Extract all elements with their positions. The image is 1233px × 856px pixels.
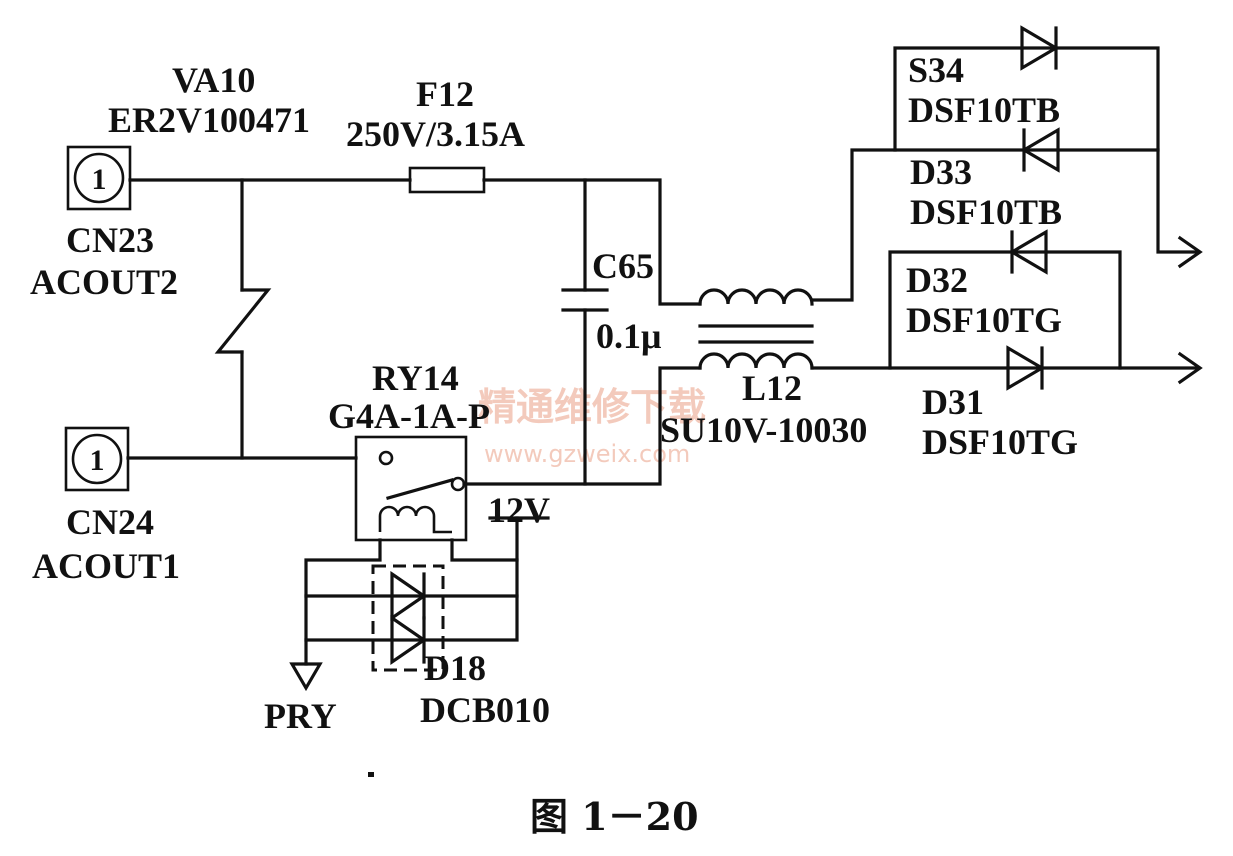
connector-cn24-pin	[71, 433, 123, 485]
relay-switch-arm	[386, 478, 454, 500]
connector-cn23-body	[66, 145, 132, 211]
diode-d32-triangle	[1008, 229, 1048, 275]
label-s34-value: DSF10TB	[908, 90, 1060, 130]
diode-d32	[1008, 229, 1048, 275]
connector-cn23-pin-number: 1	[92, 163, 107, 196]
diode-d18-lower	[390, 614, 427, 666]
choke-winding-top	[698, 288, 814, 306]
arrow-output-negative	[1177, 351, 1203, 385]
connector-cn24: 1	[64, 426, 130, 492]
diode-d18	[371, 564, 445, 672]
label-c65-ref: C65	[592, 246, 654, 286]
diode-s34-triangle	[1020, 25, 1060, 71]
label-d32-ref: D32	[906, 260, 968, 300]
figure-caption: 图 1－20	[530, 794, 699, 839]
watermark-text: 精通维修下载	[478, 385, 706, 429]
labels: VA10 ER2V100471 F12 250V/3.15A CN23 ACOU…	[30, 50, 1078, 736]
label-cn24-value: ACOUT1	[32, 546, 180, 586]
label-cn24-ref: CN24	[66, 502, 154, 542]
wire-choke-top-out	[810, 148, 1160, 302]
relay-ry14	[354, 435, 468, 542]
connector-cn23: 1	[66, 145, 132, 211]
relay-contact-fixed	[378, 450, 394, 466]
print-speck	[368, 772, 374, 777]
wire-bridge-positive	[893, 46, 1198, 254]
label-d33-value: DSF10TB	[910, 192, 1062, 232]
diode-s34	[1020, 25, 1060, 71]
wires	[126, 46, 1198, 666]
connector-cn23-pin	[73, 152, 125, 204]
arrow-output-positive	[1177, 235, 1203, 269]
watermark: 精通维修下载 www.gzweix.com	[478, 385, 706, 468]
varistor-va10	[214, 288, 272, 354]
relay-contact-common	[450, 476, 466, 492]
relay-coil	[378, 505, 452, 534]
label-va10-value: ER2V100471	[108, 100, 310, 140]
wire-bridge-negative	[888, 250, 1122, 370]
output-arrows	[1177, 235, 1203, 385]
fuse-f12	[408, 166, 486, 194]
label-l12-value: SU10V-10030	[660, 410, 867, 450]
label-s34-ref: S34	[908, 50, 964, 90]
ground-pry-symbol	[289, 662, 323, 692]
label-d18-ref: D18	[424, 648, 486, 688]
label-va10-ref: VA10	[172, 60, 255, 100]
label-12v: 12V	[488, 490, 550, 530]
connector-cn24-pin-number: 1	[90, 444, 105, 477]
diode-d33	[1020, 127, 1060, 173]
label-d31-ref: D31	[922, 382, 984, 422]
label-ry14-ref: RY14	[372, 358, 459, 398]
label-d32-value: DSF10TG	[906, 300, 1062, 340]
watermark-url: www.gzweix.com	[484, 440, 690, 468]
diode-d31	[1006, 345, 1046, 391]
label-ry14-value: G4A-1A-P	[328, 396, 490, 436]
label-d31-value: DSF10TG	[922, 422, 1078, 462]
wire-relay-choke-bottom	[462, 366, 702, 486]
label-c65-value: 0.1μ	[596, 316, 661, 356]
diode-d18-upper	[390, 570, 427, 622]
choke-winding-bottom	[698, 352, 814, 370]
diode-d33-triangle	[1020, 127, 1060, 173]
diode-d31-triangle	[1006, 345, 1046, 391]
wire-fuse-choke-top	[482, 178, 702, 306]
label-f12-ref: F12	[416, 74, 474, 114]
label-l12-ref: L12	[742, 368, 802, 408]
label-f12-value: 250V/3.15A	[346, 114, 525, 154]
label-d33-ref: D33	[910, 152, 972, 192]
wire-diode-lower	[304, 558, 519, 642]
label-pry: PRY	[264, 696, 337, 736]
label-cn23-ref: CN23	[66, 220, 154, 260]
choke-l12	[698, 288, 814, 370]
bridge-diodes	[1006, 25, 1060, 391]
wire-coil-left	[304, 538, 382, 666]
label-d18-value: DCB010	[420, 690, 550, 730]
capacitor-c65	[561, 288, 609, 312]
diode-d18-package	[371, 564, 445, 672]
wire-coil-right	[450, 516, 519, 562]
label-cn23-value: ACOUT2	[30, 262, 178, 302]
relay-body	[354, 435, 468, 542]
